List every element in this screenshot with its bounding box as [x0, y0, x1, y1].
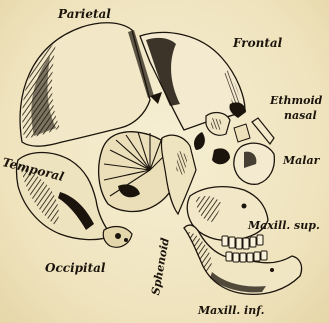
label-maxilla-inferior: Maxill. inf. — [198, 305, 264, 317]
label-frontal: Frontal — [233, 37, 282, 49]
label-parietal: Parietal — [58, 8, 111, 20]
label-nasal: nasal — [284, 110, 317, 122]
nasal-bone — [252, 118, 274, 144]
label-ethmoid: Ethmoid — [270, 95, 322, 107]
label-maxilla-superior: Maxill. sup. — [248, 220, 320, 232]
label-occipital: Occipital — [45, 262, 105, 274]
label-malar: Malar — [283, 155, 319, 167]
